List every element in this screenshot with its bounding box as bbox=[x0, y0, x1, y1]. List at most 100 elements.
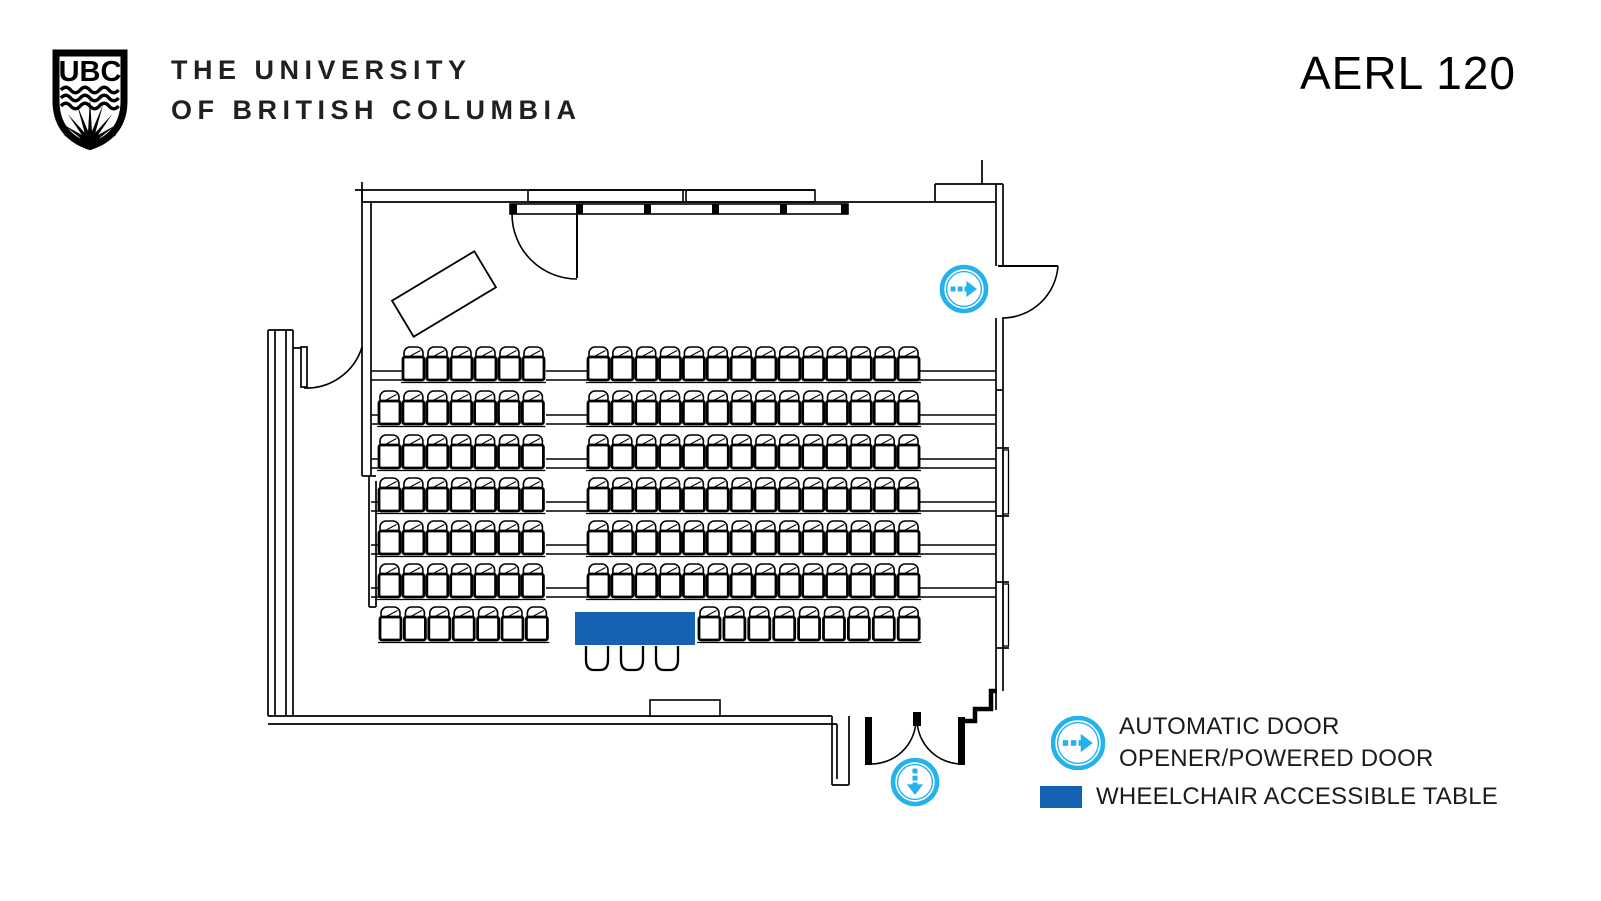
chair bbox=[472, 477, 498, 515]
chair bbox=[800, 346, 826, 384]
chair bbox=[496, 390, 522, 428]
chair bbox=[524, 606, 550, 644]
chair bbox=[424, 390, 450, 428]
chair bbox=[729, 477, 755, 515]
seat-row bbox=[371, 390, 996, 428]
chair bbox=[896, 563, 922, 601]
table-row-line bbox=[371, 370, 996, 381]
chair bbox=[800, 390, 826, 428]
chair bbox=[721, 606, 747, 644]
room-title: AERL 120 bbox=[1300, 47, 1516, 99]
chair bbox=[520, 563, 546, 601]
legend-label-line: WHEELCHAIR ACCESSIBLE TABLE bbox=[1096, 783, 1498, 810]
chair bbox=[633, 563, 659, 601]
chair bbox=[377, 520, 402, 558]
chair bbox=[521, 346, 546, 384]
wheelchair-table-swatch bbox=[1040, 786, 1082, 808]
chair bbox=[378, 606, 403, 644]
chair bbox=[752, 346, 778, 384]
wheelchair-accessible-table bbox=[575, 612, 695, 645]
chair bbox=[448, 390, 474, 428]
seat-row bbox=[371, 434, 996, 472]
seat-row bbox=[371, 346, 996, 384]
chair bbox=[752, 390, 778, 428]
chair bbox=[377, 477, 402, 515]
chair bbox=[448, 477, 474, 515]
table-row-line bbox=[371, 501, 996, 512]
chair bbox=[752, 563, 778, 601]
chair bbox=[400, 434, 426, 472]
chair bbox=[848, 390, 874, 428]
chair bbox=[654, 646, 680, 672]
chair bbox=[729, 390, 755, 428]
chair bbox=[472, 520, 498, 558]
chair bbox=[752, 520, 778, 558]
chair bbox=[619, 646, 645, 672]
chair bbox=[424, 477, 450, 515]
seat-row bbox=[371, 520, 996, 558]
chair bbox=[633, 390, 659, 428]
chair bbox=[800, 434, 826, 472]
university-name-line1: THE UNIVERSITY bbox=[171, 55, 472, 85]
chair bbox=[633, 346, 659, 384]
chair bbox=[377, 563, 402, 601]
chair bbox=[401, 346, 426, 384]
ubc-shield: UBC bbox=[52, 49, 128, 151]
legend: AUTOMATIC DOOR OPENER/POWERED DOOR WHEEL… bbox=[1030, 710, 1590, 813]
chair bbox=[448, 563, 474, 601]
chair bbox=[496, 563, 522, 601]
table-row-line bbox=[371, 544, 996, 555]
chair bbox=[400, 563, 426, 601]
chair bbox=[475, 606, 501, 644]
chair bbox=[705, 390, 731, 428]
chair bbox=[400, 520, 426, 558]
chair bbox=[848, 346, 874, 384]
chair bbox=[848, 477, 874, 515]
chair bbox=[776, 477, 802, 515]
chair bbox=[657, 390, 683, 428]
chair bbox=[586, 520, 611, 558]
chair bbox=[496, 520, 522, 558]
legend-label-wheelchair-table: WHEELCHAIR ACCESSIBLE TABLE bbox=[1096, 781, 1498, 813]
chair bbox=[377, 390, 402, 428]
chair bbox=[752, 434, 778, 472]
chair bbox=[824, 346, 850, 384]
automatic-door-icon-glyph bbox=[1051, 716, 1105, 770]
chair bbox=[586, 390, 611, 428]
chair bbox=[584, 646, 610, 672]
chair bbox=[746, 606, 772, 644]
chair bbox=[472, 563, 498, 601]
chair bbox=[657, 520, 683, 558]
chair bbox=[496, 434, 522, 472]
chair bbox=[500, 606, 525, 644]
chair bbox=[586, 477, 611, 515]
chair bbox=[796, 606, 822, 644]
room-walls bbox=[267, 160, 1009, 786]
chair bbox=[473, 346, 498, 384]
legend-item-wheelchair-table: WHEELCHAIR ACCESSIBLE TABLE bbox=[1030, 781, 1590, 813]
podium bbox=[390, 250, 498, 338]
chair bbox=[497, 346, 522, 384]
window-mullions bbox=[510, 204, 848, 214]
chair bbox=[657, 346, 683, 384]
chair bbox=[402, 606, 428, 644]
chair bbox=[729, 346, 755, 384]
chair bbox=[520, 434, 546, 472]
chair bbox=[800, 563, 826, 601]
chair bbox=[872, 346, 898, 384]
chair bbox=[872, 477, 898, 515]
chair bbox=[705, 520, 731, 558]
legend-label-automatic-door: AUTOMATIC DOOR OPENER/POWERED DOOR bbox=[1119, 711, 1434, 775]
window-band bbox=[509, 189, 1010, 647]
chair bbox=[586, 434, 611, 472]
chair bbox=[681, 346, 707, 384]
chair bbox=[776, 563, 802, 601]
chair bbox=[821, 606, 847, 644]
chair bbox=[609, 346, 635, 384]
chair bbox=[377, 434, 402, 472]
chair bbox=[872, 390, 898, 428]
chair bbox=[400, 477, 426, 515]
chair bbox=[848, 520, 874, 558]
chair bbox=[824, 520, 850, 558]
